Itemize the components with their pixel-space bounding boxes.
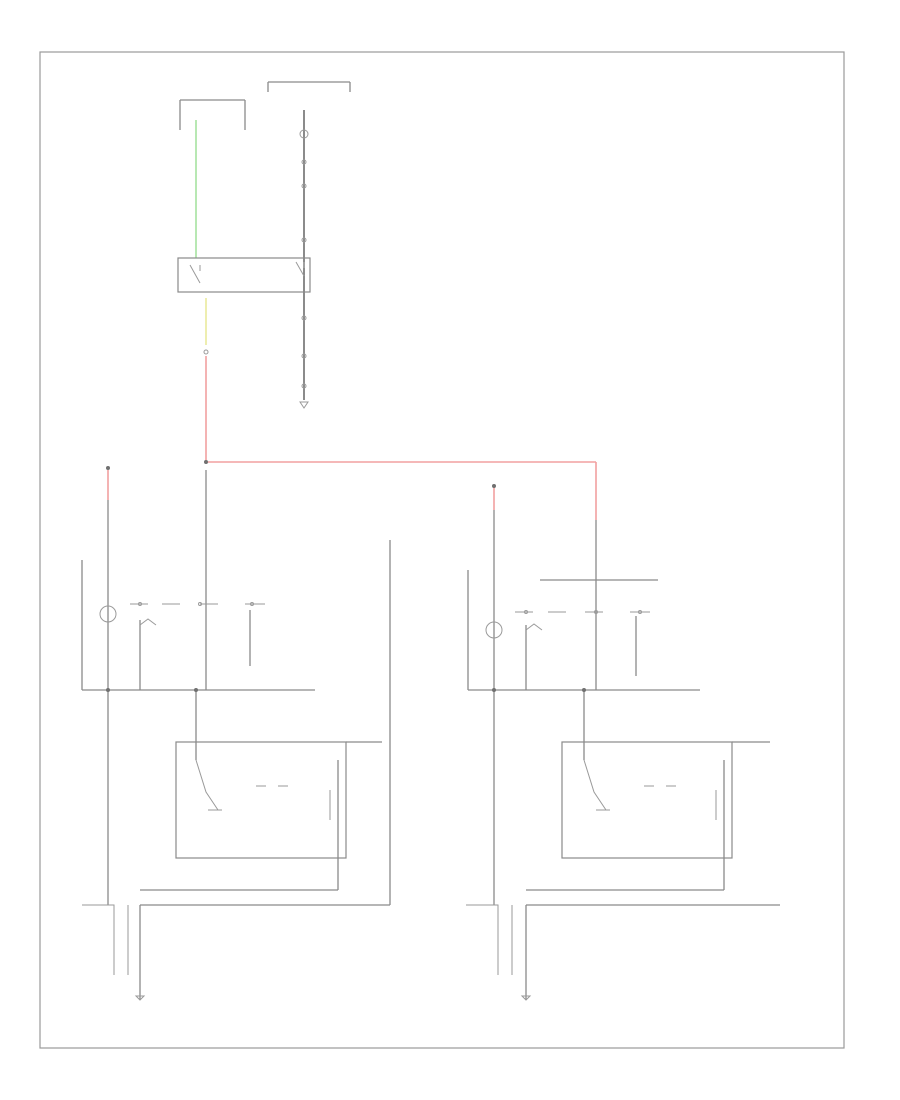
diagram-frame xyxy=(39,51,845,1049)
left-seat-heater-circuit xyxy=(81,470,391,1001)
relay-box xyxy=(177,257,311,293)
fuse-panel-area xyxy=(179,81,351,130)
fuse-feed-wire xyxy=(299,110,309,409)
right-seat-heater-circuit xyxy=(466,510,780,1001)
